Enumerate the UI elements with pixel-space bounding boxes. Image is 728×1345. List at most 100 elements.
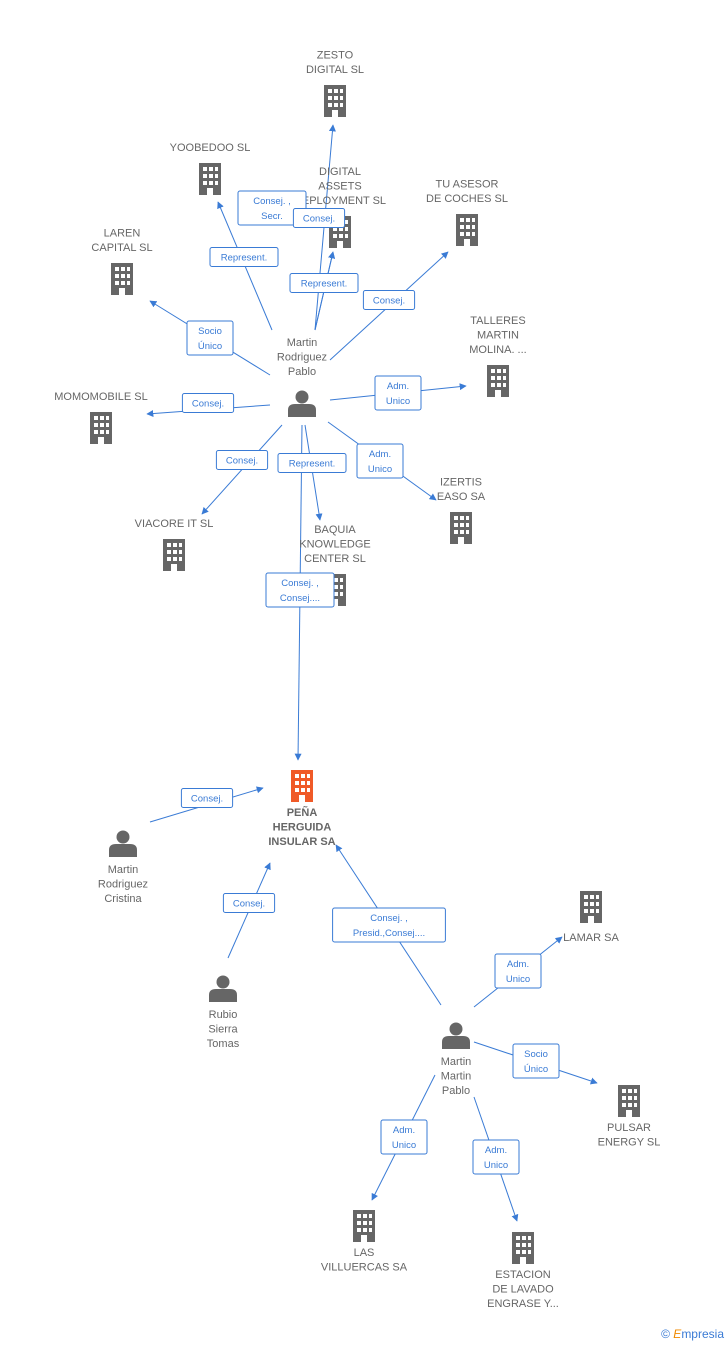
node-yoobedoo[interactable]: YOOBEDOO SL [170, 142, 251, 195]
node-label-line: Tomas [207, 1038, 240, 1050]
node-pulsar[interactable]: PULSAR ENERGY SL [598, 1085, 661, 1149]
edge-label-text: Consej. [303, 214, 335, 225]
edge-label-text: Unico [386, 396, 410, 407]
node-label-line: DEPLOYMENT SL [294, 195, 386, 207]
building-icon [580, 891, 602, 923]
edge-label-text: Unico [368, 464, 392, 475]
node-label-line: ASSETS [318, 181, 361, 193]
edge-label[interactable]: Adm.Unico [380, 1119, 428, 1155]
node-label-line: TALLERES [470, 315, 525, 327]
node-talleres[interactable]: TALLERESMARTINMOLINA. ... [469, 315, 527, 397]
node-label-line: INSULAR SA [268, 836, 335, 848]
node-label-line: DIGITAL [319, 166, 361, 178]
person-icon [442, 1022, 470, 1049]
building-icon [111, 263, 133, 295]
building-icon [199, 163, 221, 195]
brand-footer[interactable]: © Empresia [661, 1327, 724, 1341]
node-label-line: ENERGY SL [598, 1137, 661, 1149]
edge-label[interactable]: Adm. Unico [356, 443, 404, 479]
edge-label-box [277, 453, 347, 473]
building-icon [353, 1210, 375, 1242]
node-digital-assets[interactable]: DIGITAL ASSETS DEPLOYMENT SL [294, 166, 386, 248]
edge-label-text: Consej. [191, 794, 223, 805]
edge-label-text: Secr. [261, 211, 283, 222]
edge-label[interactable]: Consej. [215, 450, 269, 470]
edge-label-box [362, 290, 416, 310]
brand-name: mpresia [681, 1327, 724, 1341]
person-icon [209, 975, 237, 1002]
edge-label-text: Consej. [192, 399, 224, 410]
node-label-line: MOMOMOBILE SL [54, 391, 148, 403]
edge-label-text: Consej. , [253, 196, 291, 207]
node-label-line: BAQUIA [314, 524, 356, 536]
edge-label[interactable]: Consej. [180, 788, 234, 808]
edge-label[interactable]: Adm.Unico [374, 375, 422, 411]
node-label-line: VIACORE IT SL [135, 518, 214, 530]
edge-label-text: Consej. [233, 899, 265, 910]
node-viacore[interactable]: VIACORE IT SL [135, 518, 214, 571]
edge-label[interactable]: Represent. [289, 273, 359, 293]
node-label-line: Martin [108, 864, 139, 876]
edge-label-text: Presid.,Consej.... [353, 928, 425, 939]
edge-label[interactable]: Consej. [222, 893, 276, 913]
edge-label-box [380, 1119, 428, 1155]
node-label-line: TU ASESOR [436, 179, 499, 191]
building-icon [456, 214, 478, 246]
node-label-line: Rodriguez [277, 352, 327, 364]
edge-label-text: Consej. [226, 456, 258, 467]
copyright-icon: © [661, 1327, 670, 1341]
node-label-line: MOLINA. ... [469, 344, 526, 356]
edge-label-text: Represent. [301, 279, 347, 290]
node-label-line: Pablo [288, 366, 316, 378]
node-label-line: Rodriguez [98, 879, 148, 891]
edge-label-text: Único [524, 1064, 548, 1075]
node-label-line: PULSAR [607, 1122, 651, 1134]
edge-label[interactable]: Adm.Unico [494, 953, 542, 989]
edge-label-text: Represent. [221, 253, 267, 264]
edge-label[interactable]: Consej. ,Presid.,Consej.... [332, 907, 446, 943]
node-label-line: Cristina [104, 893, 142, 905]
node-lamar[interactable]: LAMAR SA [563, 891, 619, 944]
node-label-line: HERGUIDA [273, 822, 332, 834]
edge-label-text: Consej.... [280, 593, 320, 604]
edge-label[interactable]: Consej. ,Consej.... [265, 572, 335, 608]
edge-label[interactable]: Consej. [181, 393, 235, 413]
node-momomobile[interactable]: MOMOMOBILE SL [54, 391, 148, 444]
brand-initial: E [673, 1327, 682, 1341]
edge-label-text: Consej. [373, 296, 405, 307]
node-label-line: Sierra [208, 1024, 238, 1036]
building-icon [163, 539, 185, 571]
edge-label[interactable]: Represent. [277, 453, 347, 473]
edge-label[interactable]: Consej. [362, 290, 416, 310]
node-label-line: DE LAVADO [492, 1284, 554, 1296]
edge-label[interactable]: Represent. [209, 247, 279, 267]
edge-label[interactable]: Adm. Unico [472, 1139, 520, 1175]
edge-labels-layer: Consej. , Secr. Consej. Represent. Represent… [180, 190, 560, 1175]
node-label-line: Martin [287, 337, 318, 349]
node-label-line: KNOWLEDGE [299, 539, 371, 551]
edge-label-text: Adm. [369, 449, 391, 460]
edge-label-text: Unico [484, 1160, 508, 1171]
edge-label-text: Adm. [485, 1145, 507, 1156]
node-label-line: Martin [441, 1056, 472, 1068]
building-icon [450, 512, 472, 544]
edge-label[interactable]: Consej. [292, 208, 346, 228]
edge-label-text: Adm. [393, 1125, 415, 1136]
node-label-line: YOOBEDOO SL [170, 142, 251, 154]
node-label-line: DIGITAL SL [306, 64, 364, 76]
